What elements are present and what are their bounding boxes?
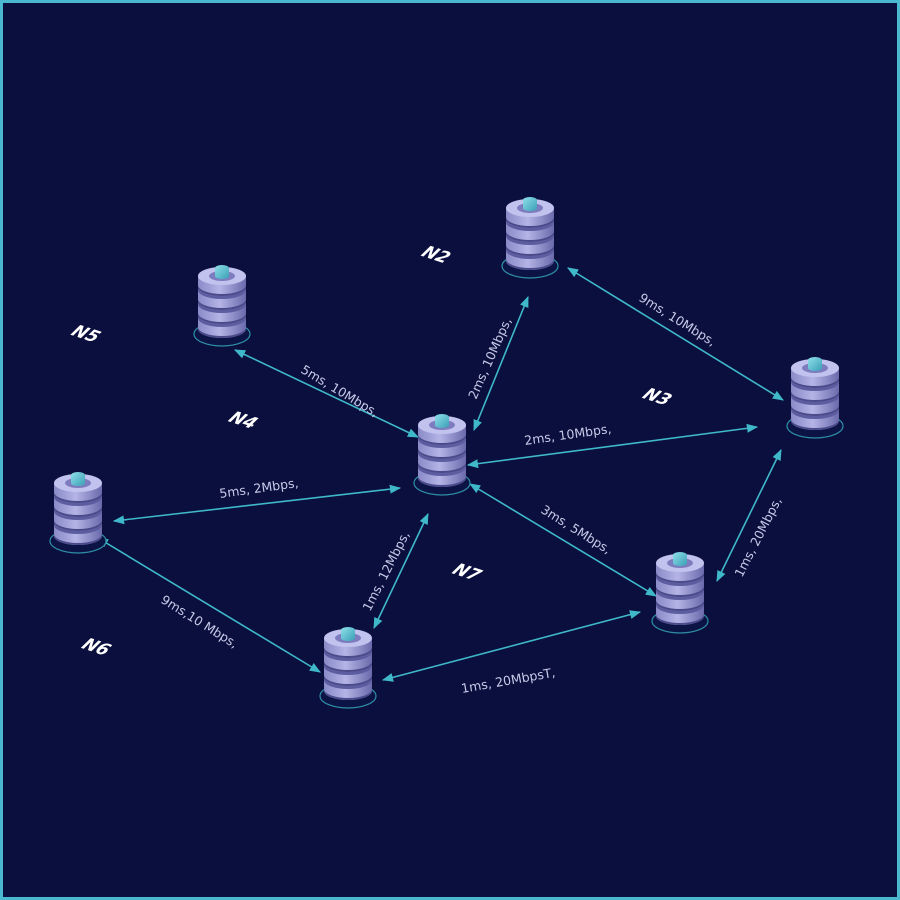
edge-arrow [373,512,429,630]
edge-label: 5ms, 2Mbps, [218,475,299,501]
node-label: N4 [224,409,261,434]
edge-n4-n7: 3ms, 5Mbps, [469,483,657,597]
database-icon [651,552,709,634]
edge-arrow [466,423,759,469]
edge-arrow [473,295,529,432]
node-label: N2 [417,243,454,268]
node-n7[interactable]: N7 [448,552,709,634]
node-label: N7 [448,561,486,586]
edge-arrow [716,448,782,583]
edge-n4-n2: 2ms, 10Mbps, [465,295,529,432]
edge-arrow [97,537,321,673]
database-icon [413,414,471,496]
edge-n4-n1: 5ms, 2Mbps, [112,475,402,525]
node-n3[interactable]: N3 [638,357,844,439]
node-label: N3 [638,385,675,410]
edge-n4-n6: 1ms, 12Mbps, [359,512,429,630]
node-n5[interactable]: N5 [67,265,251,347]
edge-n4-n3: 2ms, 10Mbps, [466,421,759,469]
edge-arrow [112,484,402,525]
edge-label: 2ms, 10Mbps, [465,315,514,401]
node-n6[interactable]: N6 [77,627,377,709]
edge-n1-n6: 9ms,10 Mbps, [97,537,321,673]
edge-arrow [381,610,642,682]
database-icon [49,472,107,554]
edge-label: 1ms, 20MbpsT, [460,665,556,696]
edge-n3-n7: 1ms, 20Mbps, [716,448,784,583]
edge-label: 1ms, 12Mbps, [359,528,412,613]
node-label: N5 [67,322,104,347]
database-icon [786,357,844,439]
node-n1[interactable]: N1 [0,472,107,554]
edge-arrow [469,483,657,597]
edge-arrow [567,267,784,401]
edge-n6-n7: 1ms, 20MbpsT, [381,610,642,696]
edge-n4-n5: 5ms, 10Mbps, [233,349,420,438]
database-icon [501,197,559,279]
edge-label: 9ms,10 Mbps, [158,592,240,651]
edge-label: 9ms, 10Mbps, [636,290,718,349]
node-n4[interactable]: N4 [224,409,471,496]
node-n2[interactable]: N2 [417,197,559,279]
edge-arrow [233,349,420,438]
node-label: N6 [77,635,114,660]
edge-n2-n3: 9ms, 10Mbps, [567,267,784,401]
edge-label: 5ms, 10Mbps, [298,362,381,420]
database-icon [193,265,251,347]
database-icon [319,627,377,709]
edge-label: 2ms, 10Mbps, [523,421,612,448]
